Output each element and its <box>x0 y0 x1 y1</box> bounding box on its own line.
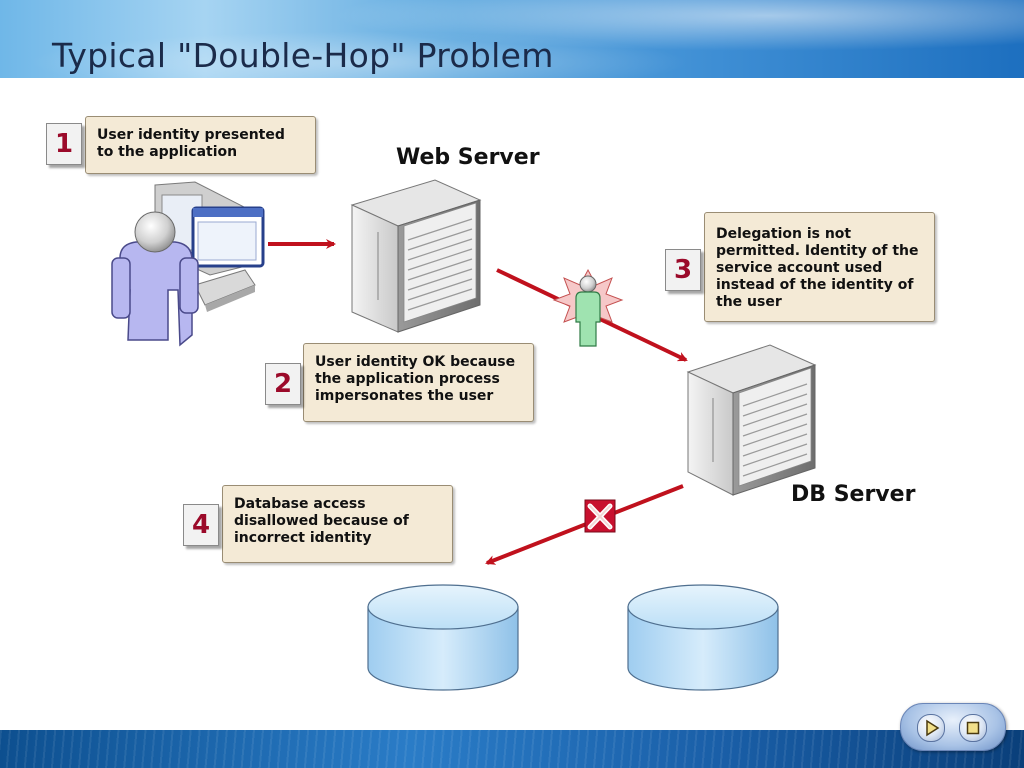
stop-button[interactable] <box>959 714 987 742</box>
step-1-number: 1 <box>46 123 82 165</box>
user-workstation-icon <box>111 181 265 347</box>
step-1-callout: User identity presented to the applicati… <box>85 116 316 174</box>
step-4-callout: Database access disallowed because of in… <box>222 485 453 563</box>
step-4-number: 4 <box>183 504 219 546</box>
db-server-icon <box>686 344 817 496</box>
step-2-text: User identity OK because the application… <box>315 354 516 404</box>
step-3-callout: Delegation is not permitted. Identity of… <box>704 212 935 322</box>
slide-header <box>0 0 1024 78</box>
step-2-callout: User identity OK because the application… <box>303 343 534 422</box>
step-4-text: Database access disallowed because of in… <box>234 496 409 546</box>
access-denied-icon <box>584 499 616 533</box>
play-button[interactable] <box>917 714 945 742</box>
service-account-icon <box>552 268 624 347</box>
stop-icon <box>966 721 980 735</box>
db-server-label: DB Server <box>791 482 916 507</box>
step-2-number: 2 <box>265 363 301 405</box>
slide-title: Typical "Double-Hop" Problem <box>52 36 554 75</box>
step-1-text: User identity presented to the applicati… <box>97 127 285 160</box>
slide-footer <box>0 730 1024 768</box>
web-server-icon <box>350 179 482 333</box>
step-3-text: Delegation is not permitted. Identity of… <box>716 226 919 310</box>
web-server-label: Web Server <box>396 145 540 170</box>
slide-navigation <box>900 703 1006 751</box>
play-icon <box>926 719 940 737</box>
step-3-number: 3 <box>665 249 701 291</box>
database-cylinder-icon <box>627 584 779 691</box>
database-cylinder-icon <box>367 584 519 691</box>
